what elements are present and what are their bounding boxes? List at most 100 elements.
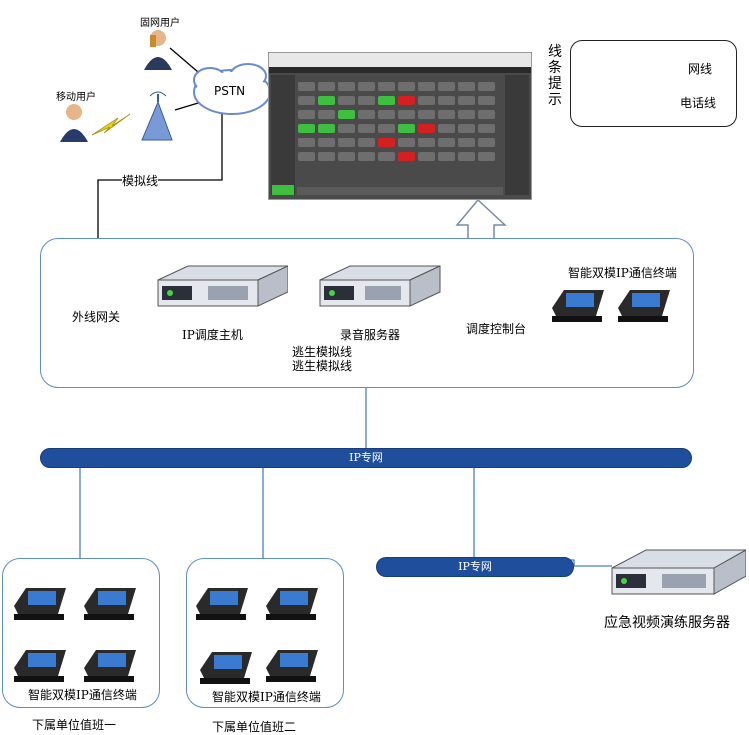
recording-server-label: 录音服务器 bbox=[340, 328, 401, 342]
terminal-unit1-label: 智能双模IP通信终端 bbox=[28, 688, 137, 702]
screen-cell bbox=[458, 138, 475, 147]
escape-line-label-1: 逃生模拟线 bbox=[292, 343, 353, 360]
screen-cell bbox=[338, 124, 355, 133]
screen-cell bbox=[318, 152, 335, 161]
screen-cell bbox=[458, 110, 475, 119]
screen-cell bbox=[398, 152, 415, 161]
screen-left-panel bbox=[271, 75, 295, 195]
screen-header bbox=[269, 53, 531, 67]
screen-cell bbox=[438, 124, 455, 133]
screen-cell bbox=[338, 82, 355, 91]
screen-cell bbox=[298, 110, 315, 119]
screen-cell bbox=[478, 82, 495, 91]
screen-cell bbox=[318, 138, 335, 147]
mobile-user-label: 移动用户 bbox=[56, 92, 96, 103]
screen-cell bbox=[378, 110, 395, 119]
ip-network-bus: IP专网 bbox=[40, 448, 692, 468]
legend-box bbox=[570, 40, 737, 127]
screen-cell bbox=[378, 96, 395, 105]
screen-bottom-bar bbox=[297, 187, 503, 195]
screen-cell bbox=[418, 110, 435, 119]
screen-cell bbox=[458, 152, 475, 161]
ip-network-label: IP专网 bbox=[349, 451, 383, 464]
ip-network-label-2: IP专网 bbox=[458, 560, 492, 573]
screen-cell bbox=[398, 96, 415, 105]
screen-cell bbox=[298, 152, 315, 161]
video-server-icon bbox=[606, 540, 748, 595]
screen-cell bbox=[338, 110, 355, 119]
screen-cell bbox=[358, 82, 375, 91]
legend-phone-label: 电话线 bbox=[680, 96, 717, 110]
screen-cell bbox=[398, 124, 415, 133]
screen-cell bbox=[418, 82, 435, 91]
recording-server-icon bbox=[310, 260, 441, 307]
screen-cell bbox=[298, 82, 315, 91]
screen-cell bbox=[298, 124, 315, 133]
terminal-phone-icon bbox=[548, 286, 608, 326]
screen-cell bbox=[418, 96, 435, 105]
screen-right-panel bbox=[505, 75, 529, 195]
unit1-box bbox=[2, 558, 160, 708]
terminal-phone-icon bbox=[614, 286, 674, 326]
fixed-user-label: 固网用户 bbox=[140, 18, 180, 29]
screen-cell bbox=[458, 82, 475, 91]
screen-cell bbox=[298, 138, 315, 147]
screen-cell bbox=[418, 138, 435, 147]
wireless-bolt-icon bbox=[91, 113, 131, 136]
screen-cell bbox=[358, 152, 375, 161]
terminal-phone-icon bbox=[192, 584, 252, 624]
screen-cell bbox=[418, 152, 435, 161]
screen-cell bbox=[338, 138, 355, 147]
screen-cell bbox=[338, 96, 355, 105]
screen-cell bbox=[438, 138, 455, 147]
screen-cell bbox=[358, 96, 375, 105]
screen-cell bbox=[478, 152, 495, 161]
fixed-user-icon bbox=[144, 30, 172, 70]
screen-cell bbox=[418, 124, 435, 133]
analog-line-label: 模拟线 bbox=[122, 172, 159, 189]
terminal-phone-icon bbox=[80, 584, 140, 624]
screen-cell bbox=[318, 96, 335, 105]
screen-cell bbox=[438, 152, 455, 161]
screen-cell bbox=[478, 124, 495, 133]
screen-cell bbox=[358, 138, 375, 147]
gateway-label: 外线网关 bbox=[72, 310, 121, 324]
screen-cell bbox=[458, 96, 475, 105]
screen-green-button bbox=[272, 185, 294, 195]
terminal-unit2-label: 智能双模IP通信终端 bbox=[212, 690, 321, 704]
escape-line-label-2: 逃生模拟线 bbox=[292, 357, 353, 374]
terminal-phone-icon bbox=[262, 646, 322, 686]
terminal-phone-icon bbox=[80, 646, 140, 686]
screen-cell bbox=[438, 110, 455, 119]
pstn-cloud-icon bbox=[193, 63, 271, 115]
terminal-phone-icon bbox=[262, 584, 322, 624]
terminal-top-label: 智能双模IP通信终端 bbox=[568, 266, 677, 280]
terminal-phone-icon bbox=[196, 648, 256, 688]
legend-title: 线条提示 bbox=[548, 44, 562, 108]
screen-cell bbox=[378, 124, 395, 133]
video-server-label: 应急视频演练服务器 bbox=[604, 615, 730, 631]
screen-cell bbox=[378, 138, 395, 147]
screen-cell bbox=[378, 82, 395, 91]
screen-cell bbox=[318, 110, 335, 119]
ip-host-label: IP调度主机 bbox=[182, 328, 243, 342]
mobile-user-icon bbox=[60, 104, 88, 142]
screen-cell bbox=[378, 152, 395, 161]
terminal-phone-icon bbox=[10, 584, 70, 624]
screen-cell bbox=[438, 82, 455, 91]
screen-cell bbox=[298, 96, 315, 105]
legend-network-label: 网线 bbox=[688, 62, 713, 76]
screen-cell bbox=[478, 138, 495, 147]
terminal-phone-icon bbox=[10, 646, 70, 686]
screen-cell bbox=[358, 124, 375, 133]
screen-cell bbox=[338, 152, 355, 161]
unit2-label: 下属单位值班二 bbox=[212, 720, 297, 734]
console-label: 调度控制台 bbox=[466, 322, 527, 336]
screen-cell bbox=[398, 110, 415, 119]
screen-cell bbox=[398, 138, 415, 147]
pstn-label: PSTN bbox=[214, 84, 246, 98]
screen-cell bbox=[318, 82, 335, 91]
screen-cell bbox=[438, 96, 455, 105]
screen-cell bbox=[318, 124, 335, 133]
screen-cell bbox=[398, 82, 415, 91]
